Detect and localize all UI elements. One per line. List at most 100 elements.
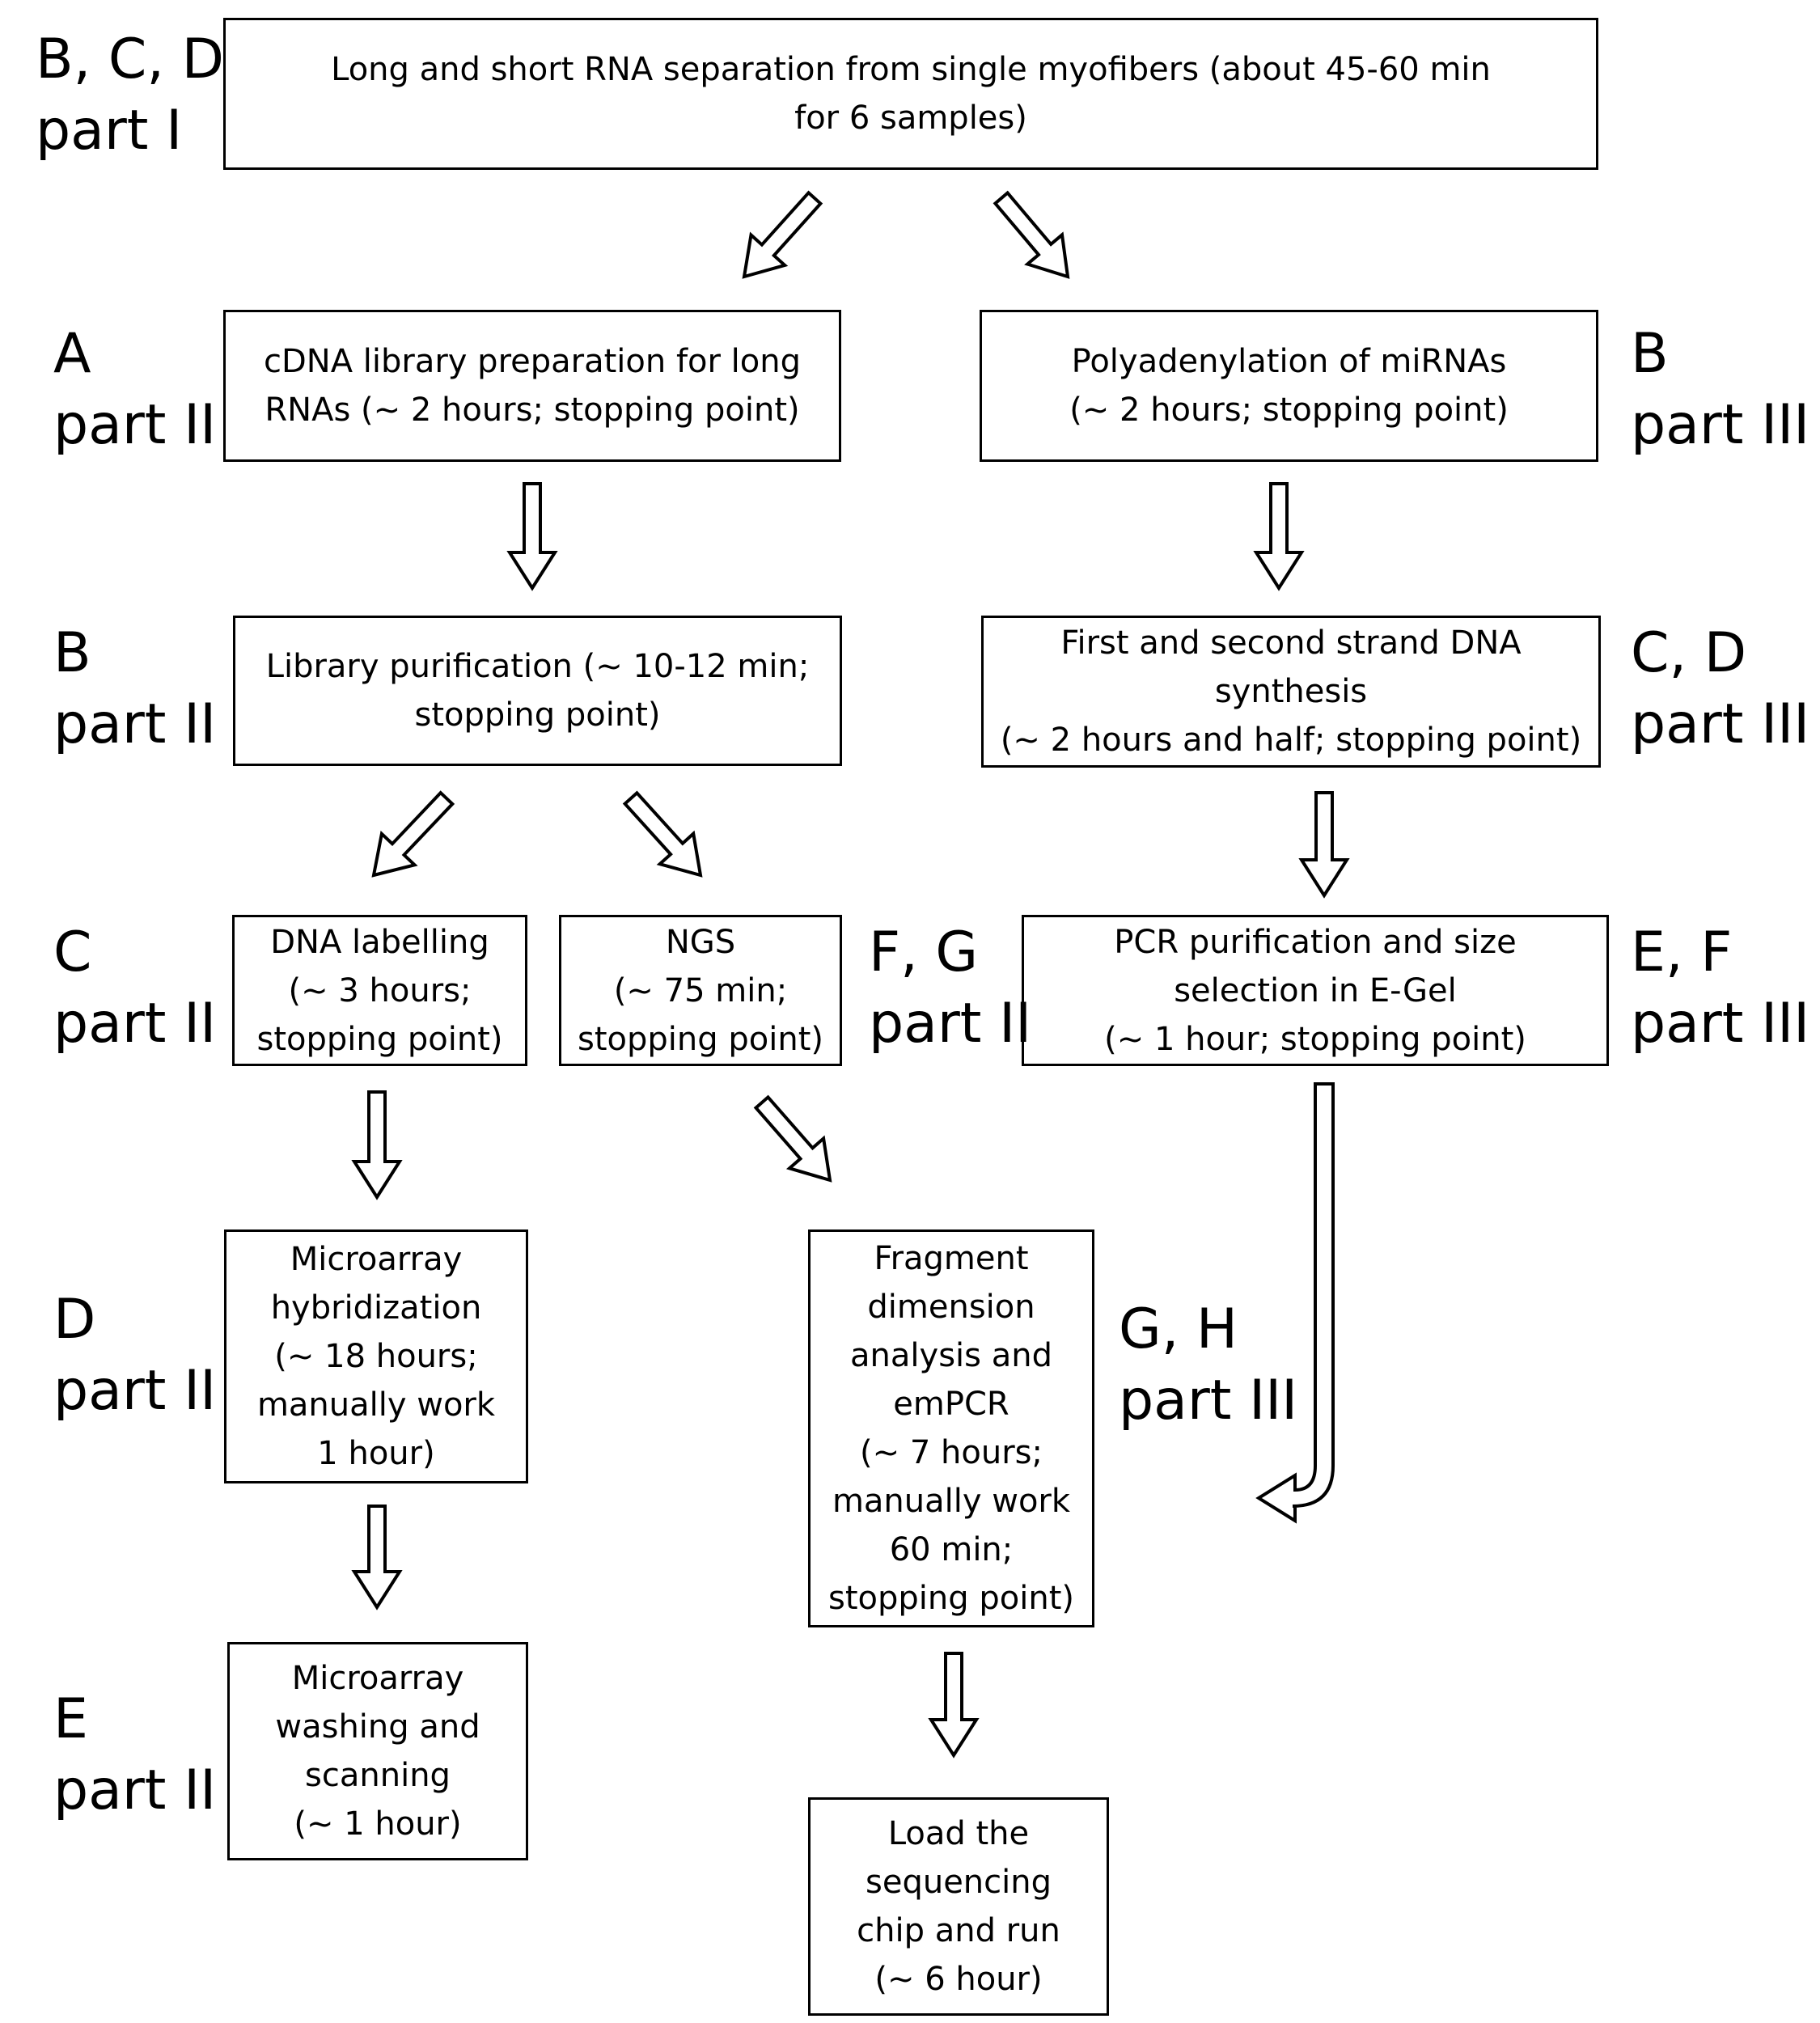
- label-text-line: B: [1631, 322, 1669, 386]
- box-text-line: 1 hour): [317, 1435, 435, 1472]
- box-text-line: Microarray: [290, 1241, 463, 1278]
- box-fragment-analysis-empcr: Fragment dimension analysis and emPCR (~ 7 h…: [808, 1229, 1094, 1627]
- label-text-line: part III: [1119, 1369, 1298, 1433]
- box-text-line: dimension: [867, 1289, 1035, 1326]
- arrow-to-dna-labelling: [371, 790, 455, 878]
- label-gh-part-iii: G, H part III: [1119, 1294, 1297, 1437]
- box-text-line: (~ 18 hours;: [274, 1338, 478, 1375]
- box-text-line: RNAs (~ 2 hours; stopping point): [265, 391, 800, 429]
- box-text-line: (~ 2 hours; stopping point): [1069, 391, 1509, 429]
- box-text-line: washing and: [275, 1708, 480, 1746]
- box-text-line: synthesis: [1214, 673, 1368, 710]
- label-text-line: part I: [36, 99, 183, 163]
- box-text-line: hybridization: [270, 1289, 482, 1327]
- label-text-line: part III: [1631, 393, 1810, 457]
- label-cd-part-iii: C, D part III: [1631, 618, 1809, 760]
- arrow-to-strand-synthesis: [1253, 482, 1305, 591]
- box-text-line: (~ 7 hours;: [860, 1434, 1043, 1471]
- label-text-line: part II: [869, 992, 1032, 1056]
- arrow-to-fragment-analysis: [753, 1094, 832, 1183]
- label-bcd-part-i: B, C, D part I: [36, 24, 224, 167]
- box-text-line: stopping point): [414, 696, 661, 734]
- box-text-line: Long and short RNA separation from singl…: [331, 51, 1491, 88]
- arrow-to-polyadenylation: [993, 190, 1070, 279]
- arrow-to-library-purification: [506, 482, 558, 591]
- arrow-to-microarray-hybridization: [351, 1090, 403, 1200]
- box-text-line: NGS: [665, 923, 736, 961]
- box-text-line: PCR purification and size: [1114, 923, 1517, 961]
- label-text-line: part II: [53, 692, 217, 756]
- label-text-line: B, C, D: [36, 28, 224, 91]
- label-text-line: part II: [53, 1359, 217, 1423]
- box-text-line: Polyadenylation of miRNAs: [1071, 343, 1507, 380]
- label-text-line: B: [53, 621, 91, 685]
- box-text-line: (~ 1 hour): [294, 1805, 462, 1843]
- box-text-line: stopping point): [828, 1580, 1074, 1617]
- box-text-line: cDNA library preparation for long: [263, 343, 801, 380]
- label-text-line: E, F: [1631, 921, 1733, 984]
- box-text-line: (~ 75 min;: [613, 971, 788, 1009]
- box-text-line: Fragment: [874, 1240, 1029, 1277]
- box-text-line: DNA labelling: [270, 923, 489, 961]
- box-load-sequencing-chip: Load the sequencing chip and run (~ 6 hour): [808, 1797, 1109, 2016]
- box-text-line: stopping point): [578, 1020, 823, 1058]
- box-text-line: manually work: [256, 1386, 496, 1424]
- label-text-line: part II: [53, 393, 217, 457]
- box-polyadenylation: Polyadenylation of miRNAs (~ 2 hours; sto…: [980, 310, 1598, 462]
- arrow-bent-to-fragment-analysis: [1255, 1082, 1335, 1524]
- box-text-line: (~ 3 hours;: [288, 971, 472, 1009]
- arrow-to-load-chip: [928, 1652, 980, 1758]
- label-fg-part-ii: F, G part II: [869, 917, 1031, 1060]
- box-text-line: selection in E-Gel: [1174, 971, 1457, 1009]
- label-text-line: D: [53, 1288, 96, 1352]
- arrow-to-ngs: [622, 790, 703, 878]
- box-text-line: Load the: [887, 1815, 1030, 1852]
- label-text-line: G, H: [1119, 1297, 1238, 1361]
- box-pcr-purification: PCR purification and size selection in E-…: [1022, 915, 1609, 1066]
- box-microarray-washing: Microarray washing and scanning (~ 1 hour): [227, 1642, 528, 1860]
- box-text-line: emPCR: [893, 1386, 1009, 1423]
- box-text-line: Microarray: [291, 1660, 464, 1697]
- box-text-line: 60 min;: [889, 1531, 1014, 1568]
- box-text-line: manually work: [832, 1483, 1071, 1520]
- box-microarray-hybridization: Microarray hybridization (~ 18 hours; manua…: [224, 1229, 528, 1483]
- box-strand-synthesis: First and second strand DNA synthesis (~ 2…: [981, 616, 1601, 768]
- label-ef-part-iii: E, F part III: [1631, 917, 1809, 1060]
- box-text-line: scanning: [305, 1757, 451, 1794]
- label-text-line: part II: [53, 992, 217, 1056]
- box-library-purification: Library purification (~ 10-12 min; stoppi…: [233, 616, 842, 766]
- label-text-line: part II: [53, 1758, 217, 1822]
- box-text-line: First and second strand DNA: [1060, 624, 1522, 662]
- box-text-line: (~ 6 hour): [874, 1961, 1043, 1998]
- box-ngs: NGS (~ 75 min; stopping point): [559, 915, 842, 1066]
- box-text-line: analysis and: [850, 1337, 1052, 1374]
- box-text-line: Library purification (~ 10-12 min;: [265, 648, 810, 685]
- label-text-line: part III: [1631, 692, 1810, 756]
- box-text-line: chip and run: [857, 1912, 1060, 1949]
- label-text-line: F, G: [869, 921, 979, 984]
- arrow-to-cdna-library: [742, 190, 823, 279]
- arrow-to-microarray-washing: [351, 1505, 403, 1610]
- box-dna-labelling: DNA labelling (~ 3 hours; stopping point): [232, 915, 527, 1066]
- box-text-line: sequencing: [866, 1864, 1052, 1901]
- box-text-line: (~ 2 hours and half; stopping point): [1000, 722, 1582, 759]
- box-text-line: for 6 samples): [794, 99, 1027, 137]
- box-text-line: stopping point): [256, 1020, 503, 1058]
- box-text-line: (~ 1 hour; stopping point): [1104, 1020, 1526, 1058]
- label-text-line: C, D: [1631, 621, 1747, 685]
- arrow-to-pcr-purification: [1298, 791, 1350, 899]
- label-text-line: C: [53, 921, 92, 984]
- box-rna-separation: Long and short RNA separation from singl…: [223, 18, 1598, 170]
- label-text-line: A: [53, 322, 91, 386]
- label-text-line: part III: [1631, 992, 1810, 1056]
- label-text-line: E: [53, 1687, 88, 1751]
